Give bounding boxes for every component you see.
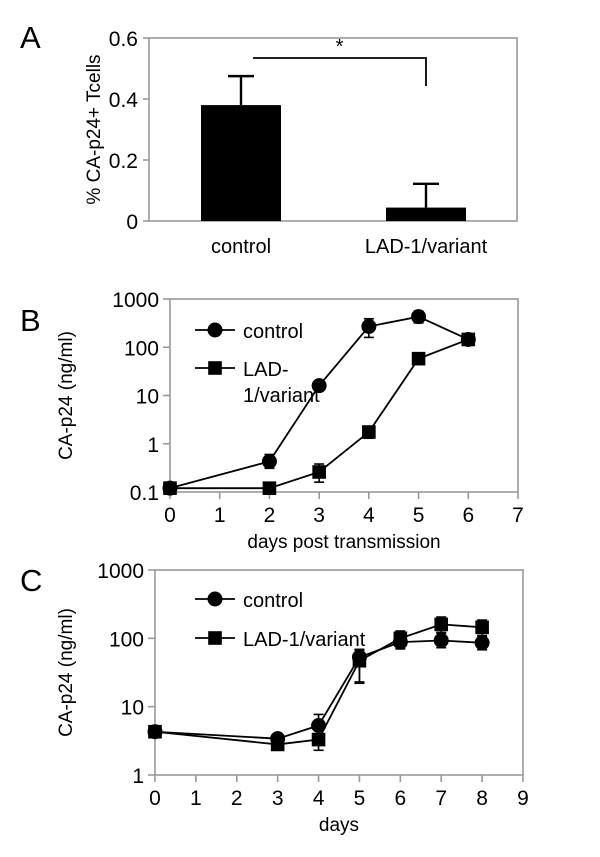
panel-a-plot: 0 0.2 0.4 0.6% CA-p24+ Tcells control LAD-1/v… [84,28,518,258]
data-point-square [163,481,177,495]
x-tick-label: 3 [313,504,325,527]
data-point-square [311,732,326,747]
data-point-square [475,620,489,635]
y-tick-label: 1 [147,434,159,457]
data-point-square [312,465,326,479]
x-tick-label: 3 [272,787,284,810]
data-point-square [148,724,162,739]
data-point-circle [411,309,427,325]
data-point-square [270,737,285,752]
data-point-square [362,425,376,439]
x-tick-label: 6 [394,787,406,810]
legend-label: 1/variant [243,385,320,407]
plot-frame [154,569,524,776]
data-point-circle [433,632,449,648]
series-line [170,338,469,490]
y-tick-label: 10 [121,697,144,720]
x-tick-label: 4 [363,504,375,527]
x-tick-label: 6 [462,504,474,527]
x-tick-label: 8 [476,787,488,810]
data-point-circle [474,635,490,651]
data-point-square [352,653,367,668]
x-tick-label: 1 [214,504,226,527]
significance-bracket [253,57,427,86]
x-tick-label: 0 [149,787,161,810]
bar [201,105,281,221]
y-tick-label: 0.4 [109,89,139,112]
y-tick-label: 10 [136,386,159,409]
x-tick-label: 7 [435,787,447,810]
data-point-circle [311,718,327,734]
panel-letter-c: C [20,563,43,598]
y-axis-title: CA-p24 (ng/ml) [56,608,77,737]
y-axis-title: % CA-p24+ Tcells [84,54,105,204]
x-tick-label: 0 [164,504,176,527]
y-tick-label: 100 [109,628,144,651]
data-point-square [411,351,426,366]
data-point-circle [361,318,377,334]
panel-a: 0 0.2 0.4 0.6% CA-p24+ Tcells control LAD-1/v… [0,0,600,265]
panel-letter-a: A [20,20,41,55]
legend-label: LAD-1/variant [243,629,366,651]
y-tick-label: 1000 [97,560,144,583]
legend-marker-square [208,631,222,645]
significance-star: * [336,36,344,58]
y-axis-title: CA-p24 (ng/ml) [56,331,77,460]
legend-marker-square [208,361,222,375]
x-tick-label: 5 [413,504,425,527]
legend-label: control [243,590,303,612]
x-tick-label: 4 [313,787,325,810]
panel-b-plot: 0.1 1 10 100 1000 0 1 2 3 4 5 6 7 CA-p24 (ng/ml) days … [56,289,524,553]
x-tick-label: 5 [354,787,366,810]
y-tick-label: 100 [124,337,159,360]
x-axis-title: days post transmission [247,532,440,553]
series-line [169,315,469,490]
x-axis-title: days [319,815,359,836]
y-tick-label: 0.1 [130,482,159,505]
panel-b: 0.1 1 10 100 1000 0 1 2 3 4 5 6 7 CA-p24 (ng/ml) days … [0,270,600,555]
category-label: control [211,236,271,258]
y-tick-label: 1 [132,765,144,788]
bar [386,207,466,221]
legend-marker-circle [207,322,223,338]
category-label: LAD-1/variant [365,236,488,258]
y-tick-label: 0.2 [109,150,138,173]
y-tick-label: 0 [126,211,138,234]
x-tick-label: 2 [231,787,243,810]
x-tick-label: 7 [512,504,524,527]
data-point-circle [261,453,277,469]
y-tick-label: 1000 [112,289,159,312]
panel-letter-b: B [20,303,41,338]
x-tick-label: 2 [264,504,276,527]
data-point-square [393,631,408,646]
legend-label: control [243,321,303,343]
legend-label: LAD- [243,359,289,381]
plot-frame [148,37,518,222]
data-point-square [461,332,476,347]
data-point-circle [311,378,327,394]
x-tick-label: 9 [517,787,529,810]
data-point-square [434,617,449,632]
data-point-square [262,481,277,495]
y-tick-label: 0.6 [109,28,138,51]
legend-marker-circle [207,591,223,607]
x-tick-label: 1 [190,787,202,810]
